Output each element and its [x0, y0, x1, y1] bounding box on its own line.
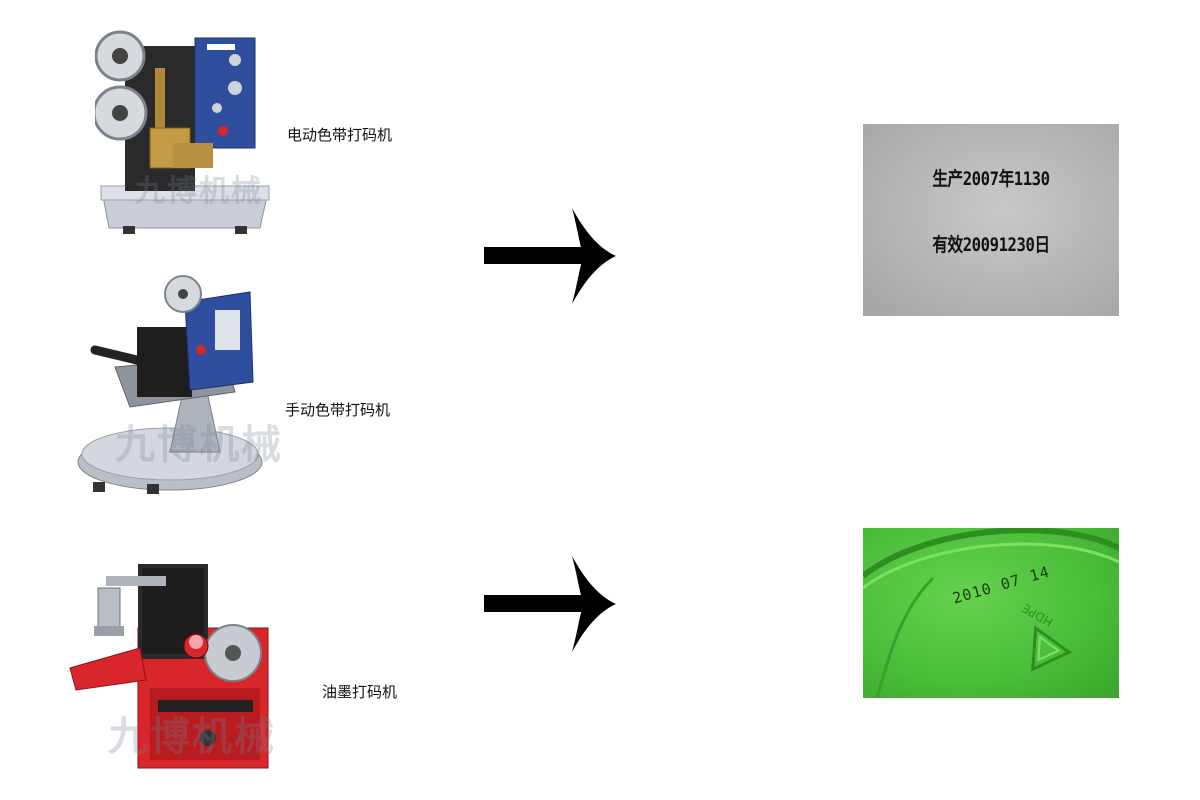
expiry-date-line: 有效20091230日	[932, 234, 1050, 256]
production-date-line: 生产2007年1130	[932, 168, 1050, 190]
ribbon-print-sample: 生产2007年1130 有效20091230日	[863, 124, 1119, 316]
watermark: 九博机械	[135, 174, 263, 209]
ink-coder-label: 油墨打码机	[322, 683, 398, 701]
arrow-right-icon	[484, 556, 618, 652]
watermark: 九博机械	[108, 713, 276, 760]
electric-ribbon-coder-label: 电动色带打码机	[287, 126, 393, 144]
ink-coder-image: 九博机械	[68, 558, 283, 770]
electric-ribbon-coder-image: 九博机械	[95, 28, 275, 240]
recycle-icon	[1031, 625, 1072, 672]
arrow-right-icon	[484, 208, 618, 304]
manual-ribbon-coder-label: 手动色带打码机	[285, 401, 391, 419]
manual-ribbon-coder-image: 九博机械	[75, 272, 281, 497]
ink-print-sample: 2010 07 14 HDPE	[863, 528, 1119, 698]
watermark: 九博机械	[115, 421, 283, 468]
